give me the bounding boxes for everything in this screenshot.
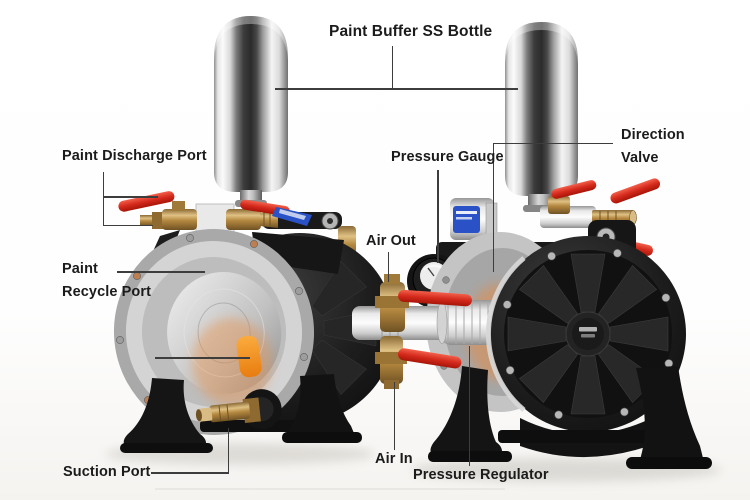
label-paint-buffer-ss-bottle: Paint Buffer SS Bottle bbox=[329, 23, 493, 40]
label-direction-valve-line2: Valve bbox=[621, 149, 659, 166]
pointer-line-buffer-span bbox=[275, 88, 518, 90]
pointer-line-air-in bbox=[393, 382, 395, 450]
label-paint-discharge-port: Paint Discharge Port bbox=[62, 148, 207, 164]
label-paint-recycle-line2: Recycle Port bbox=[62, 283, 152, 300]
right-pump-stand bbox=[428, 366, 712, 469]
right-pump-disc bbox=[486, 236, 686, 432]
label-suction-port: Suction Port bbox=[63, 464, 151, 480]
label-direction-valve-line1: Direction bbox=[621, 127, 685, 143]
label-paint-recycle-port: Paint Recycle Port bbox=[62, 258, 151, 303]
air-out-valve bbox=[375, 274, 472, 332]
pointer-line-recycle bbox=[117, 271, 205, 273]
disc-bolts bbox=[502, 248, 674, 420]
pointer-line-direction-stem bbox=[492, 143, 494, 272]
label-pressure-gauge: Pressure Gauge bbox=[391, 149, 504, 165]
pointer-line-suction-stem bbox=[227, 428, 229, 473]
label-paint-recycle-line1: Paint bbox=[62, 261, 98, 277]
label-pressure-regulator: Pressure Regulator bbox=[413, 467, 549, 483]
pointer-line-discharge-top bbox=[103, 196, 158, 198]
pointer-line-regulator bbox=[468, 346, 470, 466]
pointer-line-buffer-stem bbox=[391, 46, 393, 89]
pointer-line-direction-arm bbox=[493, 142, 613, 144]
center-logo bbox=[579, 327, 597, 338]
air-oiler bbox=[450, 198, 498, 240]
label-air-in: Air In bbox=[375, 451, 413, 467]
paint-discharge-valve-left bbox=[118, 191, 197, 230]
pointer-line-gauge bbox=[437, 170, 439, 263]
pointer-line-suction-arm bbox=[151, 472, 229, 474]
right-pump bbox=[352, 22, 712, 469]
label-direction-valve: Direction Valve bbox=[621, 124, 685, 169]
suction-port-barb bbox=[195, 389, 282, 430]
paint-discharge-valve-right bbox=[226, 199, 312, 230]
left-pump bbox=[113, 16, 395, 453]
pointer-line-air-out bbox=[387, 252, 389, 282]
label-air-out: Air Out bbox=[366, 233, 416, 249]
pressure-regulator-knob bbox=[436, 300, 500, 345]
left-pump-stand bbox=[120, 374, 362, 453]
pointer-line-discharge-stem bbox=[102, 172, 104, 226]
pointer-line-plug bbox=[155, 357, 250, 359]
pointer-line-discharge-bottom bbox=[103, 224, 153, 226]
air-in-valve bbox=[375, 336, 462, 389]
orange-plug bbox=[236, 335, 262, 378]
